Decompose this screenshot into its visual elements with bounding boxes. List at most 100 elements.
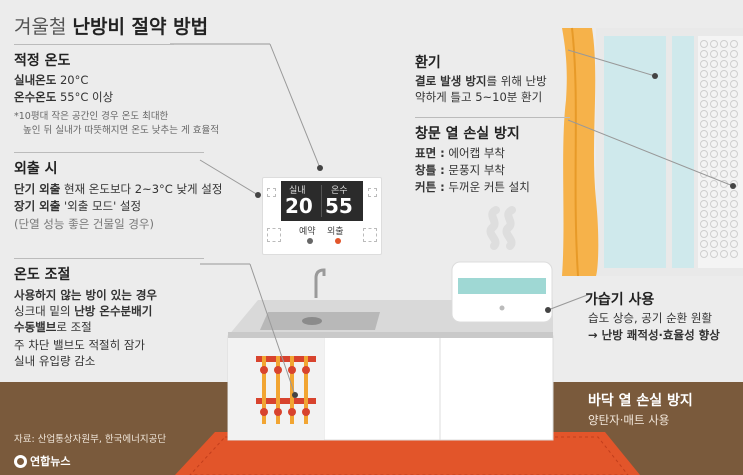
thermostat: 실내 온수 20 55 예약 외출 — [262, 177, 382, 255]
humidifier — [451, 206, 553, 323]
thermostat-label-water: 온수 — [331, 186, 348, 196]
indicator-dot — [307, 238, 313, 244]
bubble — [730, 230, 738, 238]
bubble — [730, 250, 738, 258]
away-line3: (단열 성능 좋은 건물일 경우) — [14, 217, 154, 231]
logo-text: 연합뉴스 — [30, 455, 71, 468]
bubble — [730, 100, 738, 108]
adjust-line2: 싱크대 밑의 난방 온수분배기 — [14, 304, 153, 318]
window-line3: 커튼 : 두꺼운 커튼 설치 — [415, 180, 530, 194]
vent-line1: 결로 발생 방지를 위해 난방 — [415, 74, 547, 88]
bubble — [710, 200, 718, 208]
bubble — [720, 60, 728, 68]
bubble — [720, 200, 728, 208]
window-line2: 창틀 : 문풍지 부착 — [415, 163, 505, 177]
thermostat-label-indoor: 실내 — [289, 186, 306, 196]
adjust-line4: 주 차단 밸브도 적절히 잠가 — [14, 338, 146, 352]
bubble — [720, 80, 728, 88]
bubble — [720, 130, 728, 138]
button-icon — [368, 188, 377, 197]
bubble — [730, 240, 738, 248]
thermostat-mode-away: 외출 — [327, 227, 344, 237]
adjust-line3: 수동밸브로 조절 — [14, 320, 92, 334]
title-light: 겨울철 — [14, 16, 73, 38]
away-heading: 외출 시 — [14, 161, 58, 177]
temp-note2: 높인 뒤 실내가 따뜻해지면 온도 낮추는 게 효율적 — [23, 125, 219, 136]
divider — [14, 258, 204, 259]
window-line1: 표면 : 에어캡 부착 — [415, 146, 505, 160]
bubble — [700, 90, 708, 98]
bubble — [700, 210, 708, 218]
bubble — [710, 250, 718, 258]
bubble — [730, 40, 738, 48]
bubble — [710, 240, 718, 248]
bubble — [700, 250, 708, 258]
bubble-wrap — [700, 40, 738, 258]
bubble — [700, 70, 708, 78]
bubble — [700, 190, 708, 198]
bubble — [700, 160, 708, 168]
humid-line1: 습도 상승, 공기 순환 원활 — [588, 311, 713, 325]
humid-heading: 가습기 사용 — [585, 292, 655, 308]
thermostat-value-indoor: 20 — [285, 194, 313, 218]
page-title: 겨울철 난방비 절약 방법 — [14, 12, 208, 39]
bubble — [710, 130, 718, 138]
indicator-dot-active — [335, 238, 341, 244]
logo-icon — [14, 454, 27, 468]
bubble — [700, 220, 708, 228]
bubble — [720, 150, 728, 158]
bubble — [700, 110, 708, 118]
window-glass — [604, 36, 666, 268]
bubble — [730, 120, 738, 128]
bubble — [710, 70, 718, 78]
bubble — [720, 90, 728, 98]
bubble — [710, 230, 718, 238]
bubble — [730, 90, 738, 98]
vent-line2: 약하게 틀고 5~10분 환기 — [415, 90, 543, 104]
bubble — [710, 110, 718, 118]
bubble — [710, 60, 718, 68]
bubble — [710, 80, 718, 88]
bubble — [720, 120, 728, 128]
bubble — [720, 40, 728, 48]
temp-note1: *10평대 작은 공간인 경우 온도 최대한 — [14, 111, 169, 122]
thermostat-value-water: 55 — [325, 194, 353, 218]
bubble — [730, 190, 738, 198]
bubble — [710, 160, 718, 168]
bubble — [730, 150, 738, 158]
bubble — [700, 150, 708, 158]
heating-manifold — [256, 356, 316, 424]
bubble — [710, 190, 718, 198]
vent-heading: 환기 — [415, 55, 441, 71]
bubble — [730, 140, 738, 148]
bubble — [720, 140, 728, 148]
bubble — [720, 210, 728, 218]
bubble — [730, 80, 738, 88]
button-icon — [363, 228, 377, 242]
thermostat-mode-reserve: 예약 — [299, 227, 316, 237]
floor-heading: 바닥 열 손실 방지 — [588, 393, 693, 409]
bubble — [700, 60, 708, 68]
divider — [14, 152, 204, 153]
bubble — [730, 170, 738, 178]
bubble — [730, 210, 738, 218]
rug — [175, 432, 640, 475]
bubble — [710, 40, 718, 48]
bubble — [720, 160, 728, 168]
bubble — [720, 110, 728, 118]
bubble — [710, 170, 718, 178]
divider — [14, 44, 174, 45]
bubble — [700, 100, 708, 108]
temp-line1: 실내온도 20°C — [14, 73, 89, 87]
bubble — [730, 160, 738, 168]
thermostat-screen: 실내 온수 20 55 — [281, 181, 363, 221]
window-heading: 창문 열 손실 방지 — [415, 126, 520, 142]
bubble — [720, 100, 728, 108]
bubble — [730, 130, 738, 138]
bubble — [710, 120, 718, 128]
bubble — [720, 70, 728, 78]
bubble — [730, 220, 738, 228]
bubble — [700, 240, 708, 248]
faucet — [314, 268, 326, 298]
